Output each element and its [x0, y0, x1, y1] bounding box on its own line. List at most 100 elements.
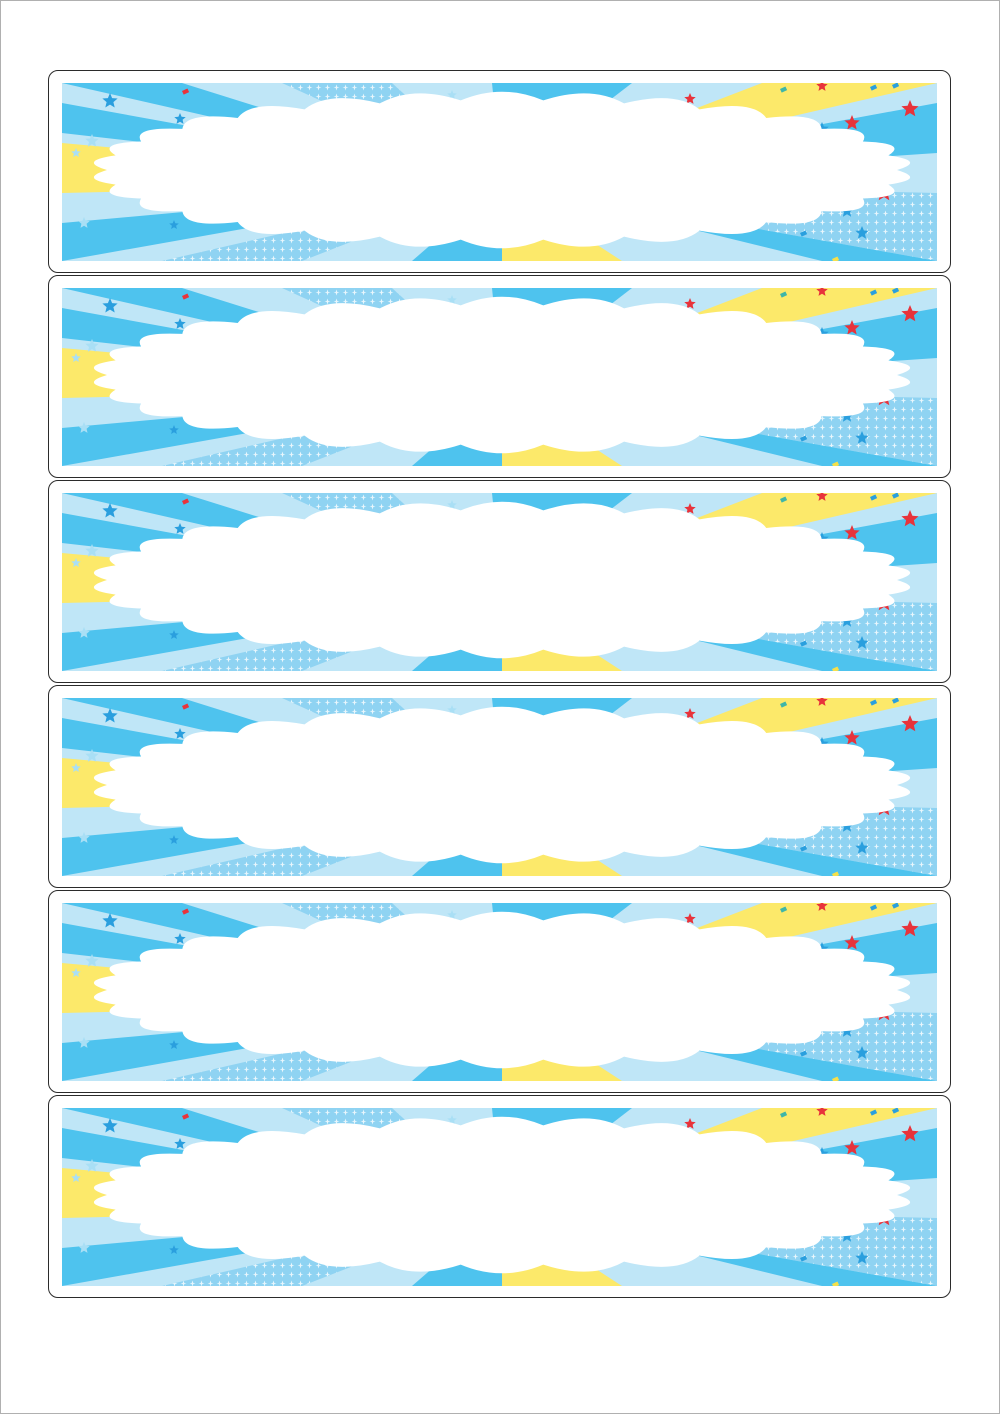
star-icon [684, 913, 696, 924]
confetti-icon [870, 494, 878, 501]
star-icon [447, 1115, 457, 1124]
star-icon [102, 503, 118, 518]
confetti-icon [799, 845, 808, 852]
star-icon [844, 730, 860, 745]
confetti-icon [832, 1076, 840, 1081]
star-icon [816, 698, 828, 706]
star-icon [855, 841, 869, 854]
star-icon [71, 558, 81, 567]
confetti-icon [892, 83, 900, 89]
confetti-icon [181, 498, 190, 505]
star-icon [684, 298, 696, 309]
cloud-frame [93, 911, 911, 1069]
confetti-icon [181, 293, 190, 300]
label-text-area-3[interactable] [209, 529, 769, 611]
label-text-area-1[interactable] [209, 119, 769, 201]
confetti-icon [799, 640, 808, 647]
star-icon [85, 1159, 99, 1172]
cloud-frame [93, 501, 911, 659]
star-icon [169, 1040, 179, 1049]
star-icon [169, 220, 179, 229]
star-icon [78, 1037, 90, 1048]
label-background-svg [62, 493, 937, 671]
label-text-area-6[interactable] [209, 1144, 769, 1226]
confetti-icon [832, 256, 840, 261]
label-background-svg [62, 698, 937, 876]
star-icon [447, 90, 457, 99]
label-text-area-2[interactable] [209, 324, 769, 406]
label-background-svg [62, 288, 937, 466]
name-label-6 [48, 1095, 951, 1298]
confetti-icon [799, 230, 808, 237]
star-icon [174, 933, 186, 944]
confetti-icon [870, 699, 878, 706]
star-icon [71, 148, 81, 157]
confetti-icon [181, 703, 190, 710]
label-artwork [62, 698, 937, 876]
star-icon [102, 93, 118, 108]
cloud-frame [93, 706, 911, 864]
label-text-area-4[interactable] [209, 734, 769, 816]
label-artwork [62, 83, 937, 261]
star-icon [169, 425, 179, 434]
star-icon [102, 913, 118, 928]
star-icon [844, 115, 860, 130]
star-icon [855, 636, 869, 649]
confetti-icon [892, 288, 900, 294]
confetti-icon [832, 1281, 840, 1286]
star-icon [169, 630, 179, 639]
confetti-icon [779, 701, 788, 708]
cloud-frame [93, 296, 911, 454]
star-icon [174, 523, 186, 534]
star-icon [174, 113, 186, 124]
star-icon [901, 920, 919, 937]
confetti-icon [799, 435, 808, 442]
star-icon [71, 763, 81, 772]
star-icon [816, 288, 828, 296]
cloud-frame [93, 91, 911, 249]
star-icon [855, 1251, 869, 1264]
confetti-icon [892, 1108, 900, 1114]
star-icon [901, 100, 919, 117]
star-icon [78, 217, 90, 228]
star-icon [102, 1118, 118, 1133]
label-artwork [62, 903, 937, 1081]
confetti-icon [892, 903, 900, 909]
name-label-1 [48, 70, 951, 273]
star-icon [71, 1173, 81, 1182]
confetti-icon [779, 86, 788, 93]
cloud-frame [93, 1116, 911, 1274]
star-icon [71, 968, 81, 977]
star-icon [174, 1138, 186, 1149]
star-icon [901, 305, 919, 322]
star-icon [844, 1140, 860, 1155]
confetti-icon [832, 461, 840, 466]
star-icon [855, 226, 869, 239]
confetti-icon [779, 291, 788, 298]
star-icon [78, 1242, 90, 1253]
confetti-icon [799, 1255, 808, 1262]
name-label-2 [48, 275, 951, 478]
star-icon [169, 835, 179, 844]
star-icon [71, 353, 81, 362]
star-icon [174, 318, 186, 329]
name-label-5 [48, 890, 951, 1093]
star-icon [85, 134, 99, 147]
star-icon [447, 910, 457, 919]
label-artwork [62, 288, 937, 466]
label-text-area-5[interactable] [209, 939, 769, 1021]
confetti-icon [181, 908, 190, 915]
confetti-icon [892, 493, 900, 499]
confetti-icon [892, 698, 900, 704]
confetti-icon [870, 904, 878, 911]
label-artwork [62, 493, 937, 671]
label-background-svg [62, 1108, 937, 1286]
star-icon [78, 627, 90, 638]
star-icon [684, 1118, 696, 1129]
label-background-svg [62, 83, 937, 261]
star-icon [901, 510, 919, 527]
confetti-icon [181, 1113, 190, 1120]
star-icon [447, 705, 457, 714]
name-label-3 [48, 480, 951, 683]
